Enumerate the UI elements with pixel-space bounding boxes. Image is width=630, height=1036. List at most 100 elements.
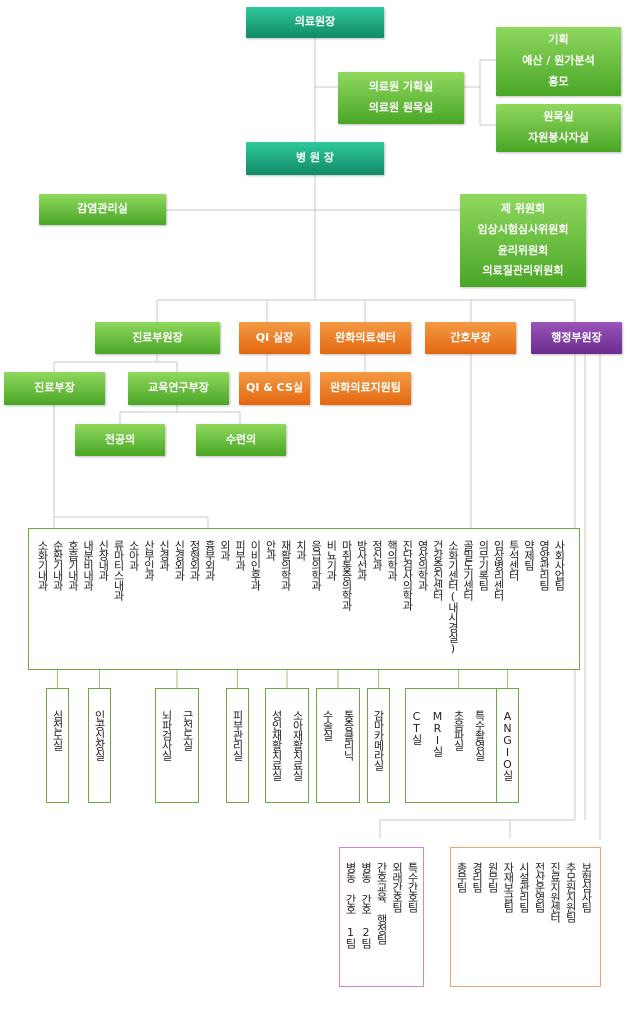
unit-2: 뇌파검사실 (160, 710, 173, 760)
department-5: 류마티스내과 (112, 540, 125, 600)
department-0: 소화기내과 (36, 540, 49, 590)
node-admin-vp: 행정부원장 (531, 322, 622, 354)
unit-10: CT실 (410, 710, 423, 744)
unit-4: 피부관리실 (231, 710, 244, 760)
node-infection-control: 감염관리실 (39, 194, 166, 225)
unit-12: 초음파실 (452, 710, 465, 750)
department-16: 재활의학과 (279, 540, 293, 590)
committee-label: 제 위원회 (500, 201, 546, 215)
nursing-team-3: 외래간호팀 (390, 862, 404, 912)
admin-team-8: 보험심사팀 (579, 862, 593, 912)
department-8: 신경과 (157, 540, 171, 570)
departments-panel (28, 528, 580, 670)
nursing-teams-box (339, 847, 424, 987)
node-director: 의료원장 (246, 7, 384, 38)
admin-team-2: 원무팀 (486, 862, 500, 892)
department-2: 호흡기내과 (66, 540, 80, 590)
department-22: 정신과 (370, 540, 384, 570)
department-17: 치과 (294, 540, 308, 560)
department-32: 약제팀 (522, 540, 536, 570)
ethics-label: 윤리위원회 (497, 243, 549, 257)
admin-team-1: 경리팀 (470, 862, 484, 892)
department-24: 진단검사의학과 (400, 540, 414, 610)
department-7: 산부인과 (142, 540, 156, 580)
unit-7: 수술실 (321, 710, 334, 740)
node-hospital-head: 병 원 장 (246, 142, 384, 175)
department-4: 신장내과 (96, 540, 110, 580)
department-26: 건강증진센터 (431, 540, 445, 600)
department-29: 의무기록팀 (476, 540, 490, 590)
department-31: 투석센터 (507, 540, 521, 580)
node-intern: 수련의 (196, 424, 286, 456)
unit-group (46, 688, 69, 803)
admin-team-5: 전산운영팀 (533, 862, 546, 912)
admin-team-6: 진료지원센터 (548, 862, 562, 922)
department-13: 피부과 (233, 540, 247, 570)
node-chaplain-group: 원목실 자원봉사자실 (496, 104, 621, 152)
nursing-team-1: 병동 간호 2팀 (359, 862, 373, 948)
department-30: 임상병리센터 (492, 540, 505, 600)
department-20: 마취통증의학과 (340, 540, 353, 610)
department-34: 사회사업팀 (552, 540, 566, 590)
department-33: 영양관리팀 (537, 540, 551, 590)
unit-13: 특수촬영실 (473, 710, 486, 760)
department-25: 영상의학과 (416, 540, 429, 590)
planning-office-label: 의료원 기획실 (368, 80, 434, 94)
nursing-team-2: 간호교육 행정팀 (375, 862, 388, 944)
admin-team-0: 총무팀 (455, 862, 468, 892)
admin-team-7: 추모원지원팀 (564, 862, 578, 922)
unit-group (496, 688, 519, 803)
pr-label: 홍모 (548, 74, 569, 88)
department-10: 정형외과 (188, 540, 201, 580)
unit-5: 성인재활치료실 (270, 710, 283, 780)
department-28: 골밀도기센터 (461, 540, 475, 600)
unit-1: 인공신장실 (93, 710, 106, 760)
department-6: 소아과 (127, 540, 141, 570)
department-27: 소화기센터(내시경실) (446, 540, 460, 654)
node-palliative-center: 완화의료센터 (320, 322, 411, 354)
admin-teams-box (450, 847, 601, 987)
unit-group (226, 688, 249, 803)
department-12: 외과 (218, 540, 232, 560)
department-21: 방사선과 (355, 540, 369, 580)
department-15: 안과 (264, 540, 277, 560)
admin-team-3: 자재보급팀 (501, 862, 515, 912)
unit-group (155, 688, 199, 803)
unit-15: ANGIO실 (501, 710, 514, 780)
node-palliative-team: 완화의료지원팀 (320, 372, 411, 405)
node-planning-admin-office: 의료원 기획실 의료원 원목실 (338, 72, 464, 124)
unit-8: 통증클리닉 (342, 710, 355, 760)
admin-team-4: 시설관리팀 (517, 862, 531, 912)
unit-group (265, 688, 309, 803)
node-resident: 전공의 (75, 424, 165, 456)
node-committees: 제 위원회 임상시험심사위원회 윤리위원회 의료질관리위원회 (460, 194, 586, 287)
unit-11: MRI실 (431, 710, 444, 756)
department-14: 이비인후과 (248, 540, 262, 590)
unit-3: 근전도실 (181, 710, 194, 750)
budget-label: 예산 / 원가분석 (522, 54, 595, 68)
node-education: 교육연구부장 (128, 372, 229, 405)
unit-group (88, 688, 111, 803)
volunteer-label: 자원봉사자실 (528, 131, 589, 144)
planning-label: 기획 (548, 33, 569, 47)
department-3: 내분비내과 (81, 540, 95, 590)
admin-office-label: 의료원 원목실 (368, 101, 434, 114)
node-planning-group: 기획 예산 / 원가분석 홍모 (496, 27, 621, 96)
department-23: 핵의학과 (385, 540, 399, 580)
unit-group (405, 688, 512, 803)
node-nursing: 간호부장 (425, 322, 516, 354)
node-clinical-vp: 진료부원장 (95, 322, 220, 354)
department-18: 응급의학과 (309, 540, 323, 590)
clinical-trial-label: 임상시험심사위원회 (477, 222, 569, 236)
department-11: 흉부외과 (203, 540, 217, 580)
department-9: 신경외과 (172, 540, 186, 580)
department-1: 순환기내과 (51, 540, 65, 590)
nursing-team-4: 특수간호팀 (406, 862, 419, 912)
unit-6: 소아재활치료실 (291, 710, 304, 780)
quality-label: 의료질관리위원회 (482, 264, 564, 278)
unit-group (367, 688, 390, 803)
unit-9: 감마카메라실 (372, 710, 385, 770)
department-19: 비뇨기과 (324, 540, 338, 580)
node-clinical-head: 진료부장 (4, 372, 105, 405)
chaplain-label: 원목실 (543, 110, 574, 124)
